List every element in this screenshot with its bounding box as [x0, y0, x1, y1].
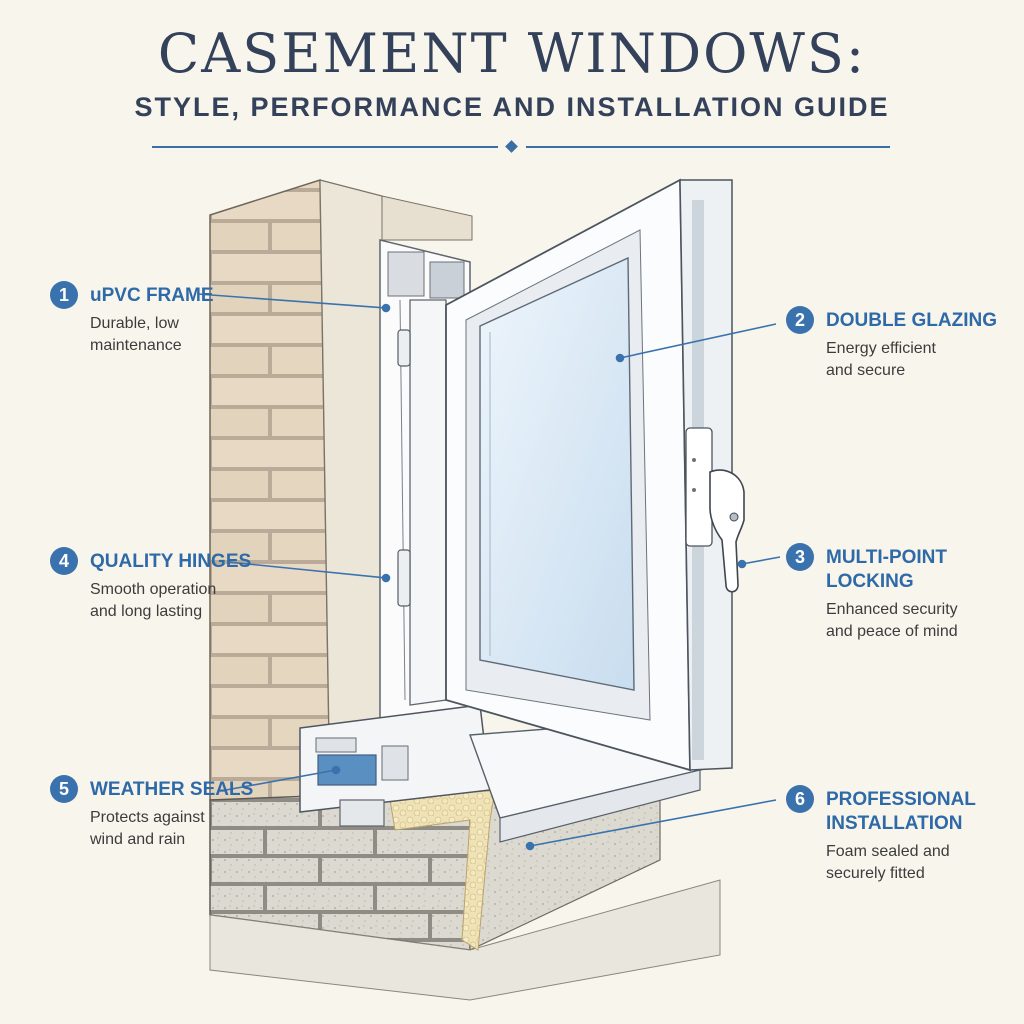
callout-title: WEATHER SEALS	[90, 779, 254, 800]
callout-description: Smooth operation and long lasting	[90, 579, 260, 623]
leader-line-2	[619, 323, 777, 359]
leader-line-1	[197, 293, 387, 309]
callout-upvc-frame: 1 uPVC FRAME Durable, low maintenance	[50, 281, 260, 357]
callout-number-badge: 5	[50, 775, 78, 803]
callout-quality-hinges: 4 QUALITY HINGES Smooth operation and lo…	[50, 547, 260, 623]
callout-desc-line: Foam sealed and	[826, 843, 950, 860]
callout-title: DOUBLE GLAZING	[826, 310, 997, 331]
title-divider-right	[526, 146, 890, 148]
upper-hinge	[397, 329, 411, 367]
callout-title-line: INSTALLATION	[826, 813, 963, 834]
lock-handle-icon	[709, 469, 745, 593]
callout-title-line: PROFESSIONAL	[826, 789, 976, 810]
callout-description: Energy efficient and secure	[826, 338, 1006, 382]
callout-desc-line: Energy efficient	[826, 340, 936, 357]
leader-line-6	[529, 799, 777, 847]
callout-title-line: MULTI-POINT	[826, 547, 948, 568]
double-glazing	[479, 256, 635, 691]
callout-desc-line: maintenance	[90, 337, 182, 354]
callout-number-badge: 1	[50, 281, 78, 309]
leader-line-5	[225, 769, 337, 791]
callout-title: PROFESSIONAL INSTALLATION	[826, 788, 1006, 836]
page-title: CASEMENT WINDOWS:	[157, 22, 867, 85]
callout-number-badge: 6	[786, 785, 814, 813]
wall-top	[381, 195, 473, 241]
callout-title-line: LOCKING	[826, 571, 914, 592]
callout-multi-point-locking: 3 MULTI-POINT LOCKING Enhanced security …	[786, 543, 1006, 643]
leader-line-4	[227, 561, 387, 579]
floor-slab	[209, 879, 721, 1001]
callout-desc-line: Durable, low	[90, 315, 179, 332]
callout-double-glazing: 2 DOUBLE GLAZING Energy efficient and se…	[786, 306, 1006, 382]
callout-title: MULTI-POINT LOCKING	[826, 546, 1006, 594]
weather-seal-chamber	[317, 754, 377, 786]
callout-desc-line: and secure	[826, 362, 906, 379]
callout-desc-line: Protects against	[90, 809, 205, 826]
callout-description: Durable, low maintenance	[90, 313, 260, 357]
page-subtitle: STYLE, PERFORMANCE AND INSTALLATION GUID…	[134, 92, 890, 122]
callout-professional-installation: 6 PROFESSIONAL INSTALLATION Foam sealed …	[786, 785, 1006, 885]
callout-desc-line: securely fitted	[826, 865, 925, 882]
brick-wall	[209, 178, 331, 801]
callout-description: Enhanced security and peace of mind	[826, 599, 1006, 643]
callout-description: Protects against wind and rain	[90, 807, 260, 851]
callout-desc-line: Enhanced security	[826, 601, 958, 618]
callout-number-badge: 2	[786, 306, 814, 334]
callout-desc-line: and peace of mind	[826, 623, 958, 640]
callout-description: Foam sealed and securely fitted	[826, 841, 1006, 885]
callout-title: uPVC FRAME	[90, 285, 214, 306]
wall-render	[319, 179, 389, 801]
callout-desc-line: Smooth operation	[90, 581, 217, 598]
casement-jamb	[409, 299, 447, 706]
callout-weather-seals: 5 WEATHER SEALS Protects against wind an…	[50, 775, 260, 851]
callout-number-badge: 4	[50, 547, 78, 575]
lock-keep	[685, 427, 713, 547]
callout-title: QUALITY HINGES	[90, 551, 252, 572]
callout-desc-line: wind and rain	[90, 831, 186, 848]
callout-desc-line: and long lasting	[90, 603, 203, 620]
leader-line-3	[741, 556, 781, 565]
callout-number-badge: 3	[786, 543, 814, 571]
title-divider-left	[152, 146, 498, 148]
lower-hinge	[397, 549, 411, 607]
